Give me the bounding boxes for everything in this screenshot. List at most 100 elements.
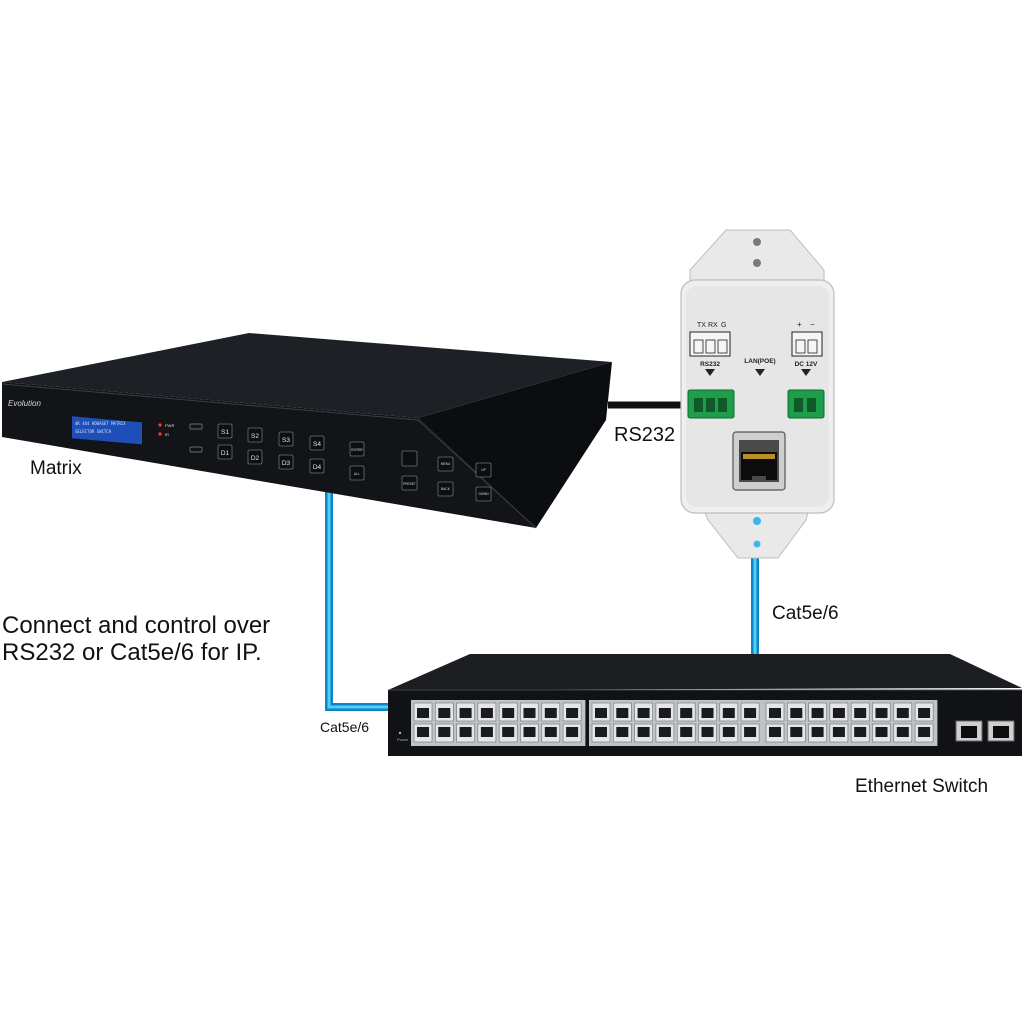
down-label: DOWN: [478, 492, 489, 496]
rj45-port-opening: [722, 708, 735, 718]
rj45-port-opening: [417, 708, 429, 718]
rj45-port-opening: [523, 708, 536, 718]
d2-button[interactable]: [247, 449, 263, 465]
rj45-port-opening: [502, 708, 515, 718]
rj45-port-opening: [769, 708, 781, 718]
rj45-port-opening: [616, 727, 629, 737]
source-buttons: S1 S2 S3 S4: [217, 423, 325, 451]
rj45-port-opening: [769, 727, 781, 737]
cat-cable-right-label: Cat5e/6: [772, 603, 839, 624]
rj45-port-opening: [595, 708, 607, 718]
rj45-port-opening: [544, 708, 557, 718]
power-label: Power: [397, 737, 409, 742]
rj45-port-opening: [595, 727, 607, 737]
preset-button[interactable]: [401, 475, 418, 491]
rj45-port-opening: [459, 727, 472, 737]
d3-label: D3: [282, 460, 291, 467]
rj45-port-opening: [722, 727, 735, 737]
rj45-port-opening: [637, 727, 650, 737]
rj45-port-opening: [438, 708, 451, 718]
caption: Connect and control over RS232 or Cat5e/…: [2, 612, 270, 666]
pin-minus: −: [810, 320, 815, 329]
rj45-port-opening: [744, 708, 757, 718]
rj45-port-opening: [658, 727, 671, 737]
all-label: ALL: [354, 472, 360, 476]
status-led: [753, 517, 761, 525]
rj45-port-opening: [832, 708, 845, 718]
all-button[interactable]: [349, 465, 365, 481]
s2-label: S2: [251, 433, 259, 440]
pin-plus: +: [797, 320, 802, 329]
rj45-port-opening: [616, 708, 629, 718]
enter-button[interactable]: [349, 441, 365, 457]
up-button[interactable]: [475, 462, 492, 478]
pwr-led: [158, 423, 162, 427]
rj45-port-opening: [811, 727, 824, 737]
rj45-port-opening: [854, 708, 867, 718]
pin-g: G: [721, 322, 726, 329]
input-icon: [189, 423, 203, 430]
wallplate-device: TX RX G RS232 + − DC 12V LAN(POE): [680, 229, 835, 559]
port-banks: [411, 700, 938, 746]
screw-hole-top: [753, 238, 761, 246]
cat-cable-left-label: Cat5e/6: [320, 719, 370, 735]
rj45-port-opening: [832, 727, 845, 737]
rj45-port-opening: [875, 727, 888, 737]
lcd-line-2: SELECTOR SWITCH: [75, 429, 112, 434]
rj45-port-opening: [854, 727, 867, 737]
dc-port-label: DC 12V: [795, 361, 818, 368]
s3-button[interactable]: [278, 431, 294, 447]
matrix-lcd: [72, 416, 142, 445]
matrix-device: Evolution 4K 4X4 HDBASET MATRIX SELECTOR…: [1, 333, 612, 529]
s4-button[interactable]: [309, 435, 325, 451]
rj45-port-opening: [502, 727, 515, 737]
ir-led: [158, 432, 162, 436]
back-button[interactable]: [437, 481, 454, 497]
rs232-screw-terminal: [689, 331, 731, 357]
dc-green-terminal: [787, 389, 825, 419]
rj45-port-opening: [896, 708, 909, 718]
output-icon: [189, 446, 203, 453]
pwr-led-label: PWR: [165, 423, 174, 428]
rj45-port-opening: [680, 708, 693, 718]
lan-arrow-icon: [755, 369, 765, 376]
ethernet-switch-device: Power: [388, 654, 1022, 756]
rj45-port-opening: [744, 727, 757, 737]
preset-label: PRESET: [403, 482, 416, 486]
rs232-port-label: RS232: [700, 361, 720, 368]
rj45-port-opening: [811, 708, 824, 718]
blank-button[interactable]: [401, 450, 418, 467]
rj45-port-opening: [637, 708, 650, 718]
s4-label: S4: [313, 441, 321, 448]
rj45-port-opening: [566, 727, 579, 737]
caption-line-1: Connect and control over: [2, 612, 271, 639]
lan-port-label: LAN(POE): [744, 358, 775, 365]
s2-button[interactable]: [247, 427, 263, 443]
screw-hole-bottom: [753, 540, 761, 548]
rj45-port-opening: [658, 708, 671, 718]
dc-arrow-icon: [801, 369, 811, 376]
down-button[interactable]: [475, 486, 492, 502]
d4-button[interactable]: [309, 458, 325, 474]
rs232-arrow-icon: [705, 369, 715, 376]
back-label: BACK: [441, 487, 451, 491]
rj45-port-opening: [790, 708, 803, 718]
rj45-port-opening: [680, 727, 693, 737]
menu-button[interactable]: [437, 456, 454, 472]
d3-button[interactable]: [278, 454, 294, 470]
s1-button[interactable]: [217, 423, 233, 439]
screw-hole-upper: [753, 259, 761, 267]
caption-line-2: RS232 or Cat5e/6 for IP.: [2, 639, 262, 666]
rj45-port-opening: [875, 708, 888, 718]
d1-label: D1: [221, 450, 230, 457]
rj45-port-opening: [480, 727, 493, 737]
rj45-port-opening: [896, 727, 909, 737]
pin-tx: TX: [697, 322, 706, 329]
uplink-ports: [955, 720, 1015, 742]
rj45-port-opening: [918, 708, 931, 718]
up-label: UP: [481, 468, 485, 472]
rj45-port-opening: [544, 727, 557, 737]
menu-label: MENU: [441, 462, 451, 466]
d1-button[interactable]: [217, 444, 233, 460]
